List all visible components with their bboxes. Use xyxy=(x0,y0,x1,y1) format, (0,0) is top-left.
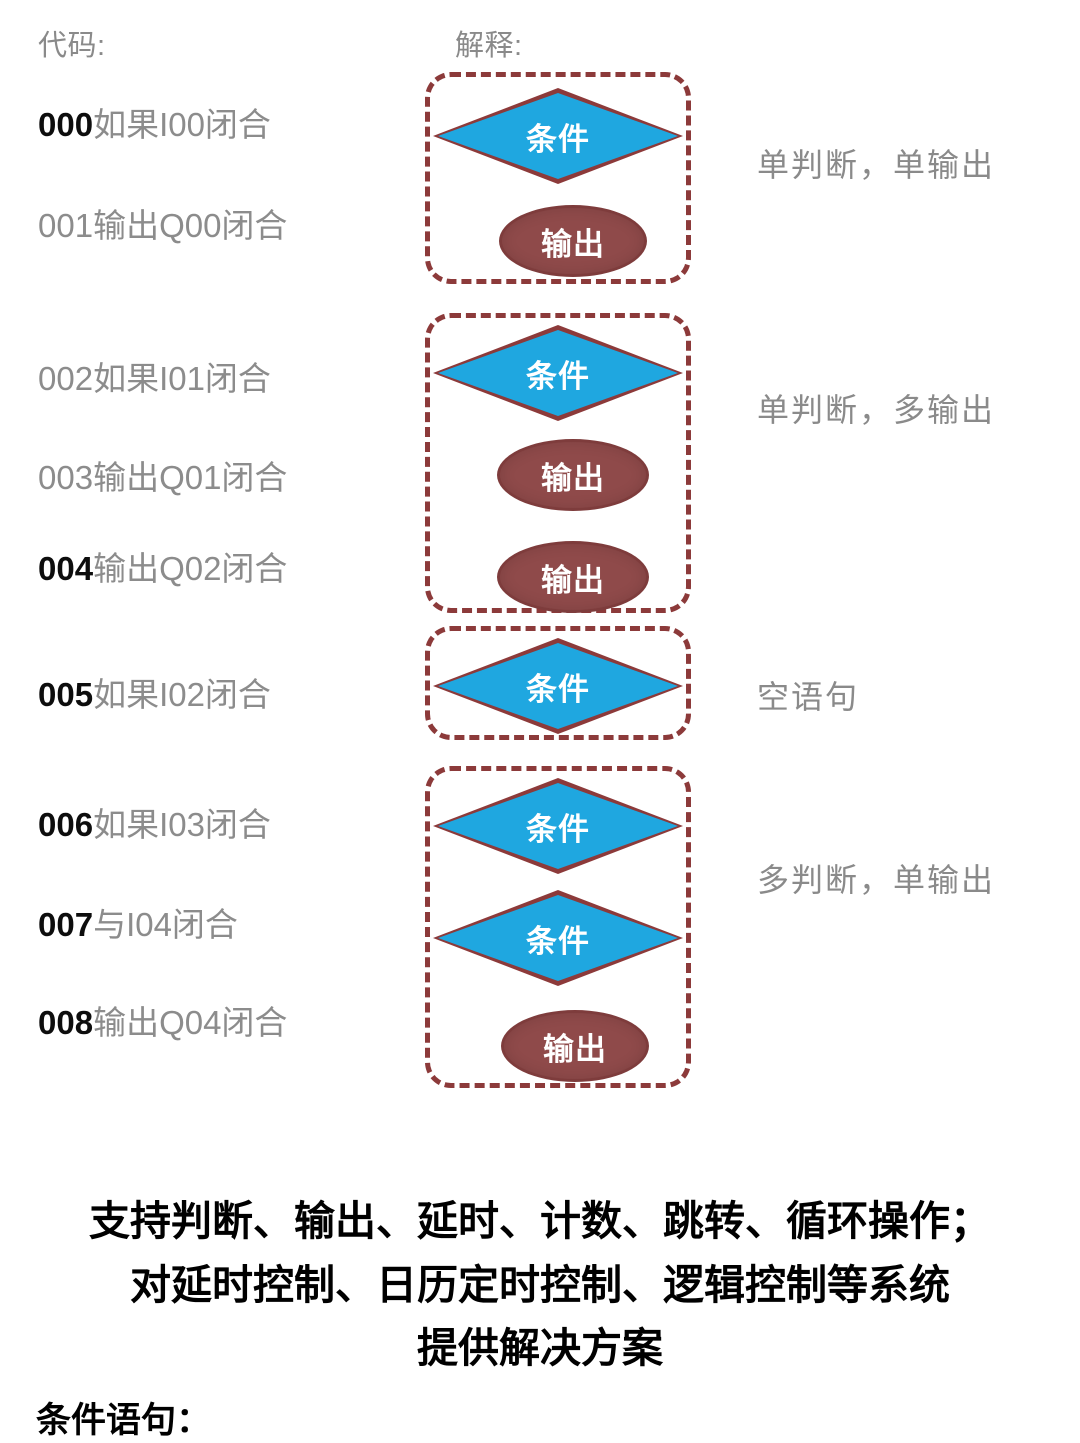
line-number: 003 xyxy=(38,459,94,496)
code-line-000: 000如果I00闭合 xyxy=(38,108,271,141)
code-column-header: 代码: xyxy=(38,30,106,62)
line-number: 001 xyxy=(38,207,94,244)
line-text: 如果I03闭合 xyxy=(93,806,271,843)
explanation-group-1: 单判断，单输出 xyxy=(757,147,996,183)
line-text: 输出Q02闭合 xyxy=(93,550,288,587)
line-number: 006 xyxy=(38,806,94,843)
line-text: 输出Q01闭合 xyxy=(93,459,288,496)
line-number: 000 xyxy=(38,106,94,143)
output-node-2b: 输出 xyxy=(497,541,649,613)
condition-node-2: 条件 xyxy=(433,325,683,421)
summary-paragraph: 支持判断、输出、延时、计数、跳转、循环操作； 对延时控制、日历定时控制、逻辑控制… xyxy=(0,1190,1080,1381)
line-number: 005 xyxy=(38,676,94,713)
code-line-004: 004输出Q02闭合 xyxy=(38,552,287,585)
condition-label: 条件 xyxy=(526,121,590,157)
code-line-007: 007与I04闭合 xyxy=(38,908,238,941)
condition-node-3: 条件 xyxy=(433,638,683,734)
code-line-005: 005如果I02闭合 xyxy=(38,678,271,711)
explanation-column-header: 解释: xyxy=(455,30,523,62)
line-number: 002 xyxy=(38,360,94,397)
output-node-1: 输出 xyxy=(499,205,647,277)
line-text: 输出Q04闭合 xyxy=(93,1004,288,1041)
code-line-001: 001输出Q00闭合 xyxy=(38,209,287,242)
explanation-group-4: 多判断，单输出 xyxy=(757,862,996,898)
line-number: 004 xyxy=(38,550,94,587)
line-text: 如果I00闭合 xyxy=(93,106,271,143)
line-text: 与I04闭合 xyxy=(93,906,238,943)
explanation-group-2: 单判断，多输出 xyxy=(757,392,996,428)
condition-node-1: 条件 xyxy=(433,88,683,184)
output-node-2a: 输出 xyxy=(497,439,649,511)
flow-group-1 xyxy=(425,72,691,284)
line-text: 输出Q00闭合 xyxy=(93,207,288,244)
output-label: 输出 xyxy=(541,562,605,598)
code-line-003: 003输出Q01闭合 xyxy=(38,461,287,494)
code-line-006: 006如果I03闭合 xyxy=(38,808,271,841)
condition-label: 条件 xyxy=(526,358,590,394)
line-text: 如果I01闭合 xyxy=(93,360,271,397)
code-line-008: 008输出Q04闭合 xyxy=(38,1006,287,1039)
summary-line-1: 支持判断、输出、延时、计数、跳转、循环操作； xyxy=(89,1197,991,1245)
code-line-002: 002如果I01闭合 xyxy=(38,362,271,395)
flow-group-3 xyxy=(425,626,691,740)
summary-line-2: 对延时控制、日历定时控制、逻辑控制等系统 xyxy=(130,1260,950,1309)
condition-node-4b: 条件 xyxy=(433,890,683,986)
explanation-group-3: 空语句 xyxy=(757,679,860,715)
line-number: 008 xyxy=(38,1004,94,1041)
output-node-4: 输出 xyxy=(501,1010,649,1082)
condition-node-4a: 条件 xyxy=(433,778,683,874)
output-label: 输出 xyxy=(543,1031,607,1067)
line-number: 007 xyxy=(38,906,94,943)
condition-label: 条件 xyxy=(526,811,590,847)
output-label: 输出 xyxy=(541,460,605,496)
flow-group-4 xyxy=(425,766,691,1088)
line-text: 如果I02闭合 xyxy=(93,676,271,713)
condition-label: 条件 xyxy=(526,671,590,707)
conditional-statement-label: 条件语句： xyxy=(36,1401,212,1441)
output-label: 输出 xyxy=(541,226,605,262)
summary-line-3: 提供解决方案 xyxy=(417,1324,663,1373)
condition-label: 条件 xyxy=(526,923,590,959)
